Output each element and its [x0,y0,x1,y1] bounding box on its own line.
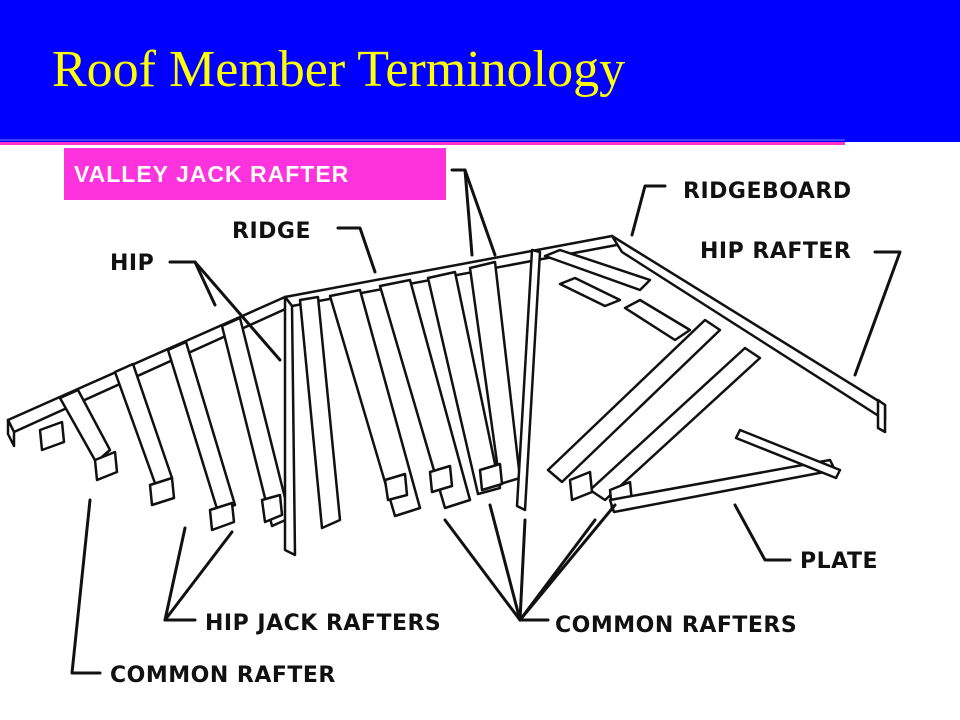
label-common-rafters: COMMON RAFTERS [443,503,797,638]
valley-jack-rafter-callout: VALLEY JACK RAFTER [64,148,446,200]
valley [515,248,652,512]
label-hip-jack-rafters: HIP JACK RAFTERS [163,526,441,636]
label-hip-rafter: HIP RAFTER [700,239,902,377]
center-hip [283,295,297,557]
label-plate: PLATE [733,503,878,574]
svg-text:HIP RAFTER: HIP RAFTER [700,239,851,264]
label-common-rafter: COMMON RAFTER [70,498,336,688]
label-hip: HIP [110,251,282,362]
svg-text:HIP: HIP [110,251,154,276]
header-divider-shadow [0,139,845,141]
common-rafters [298,260,522,530]
hip-jack-rafters-left [58,316,292,528]
svg-text:PLATE: PLATE [800,549,878,574]
label-valley-jack-rafter-leader [450,168,497,257]
svg-text:HIP JACK RAFTERS: HIP JACK RAFTERS [205,611,441,636]
common-rafters-right [546,276,762,502]
right-hip-rafter [610,234,887,434]
slide-title: Roof Member Terminology [52,41,626,98]
roof-framing-diagram: RIDGEBOARD RIDGE HIP HIP RAFTER PLATE HI… [6,168,902,688]
label-ridge: RIDGE [232,219,377,274]
svg-text:RIDGEBOARD: RIDGEBOARD [683,179,852,204]
svg-text:COMMON RAFTERS: COMMON RAFTERS [555,613,797,638]
svg-text:RIDGE: RIDGE [232,219,311,244]
svg-text:COMMON RAFTER: COMMON RAFTER [110,663,336,688]
label-ridgeboard: RIDGEBOARD [630,179,852,237]
slide-header: Roof Member Terminology [0,0,960,142]
rafter-tails [38,420,634,532]
header-divider [0,142,845,145]
